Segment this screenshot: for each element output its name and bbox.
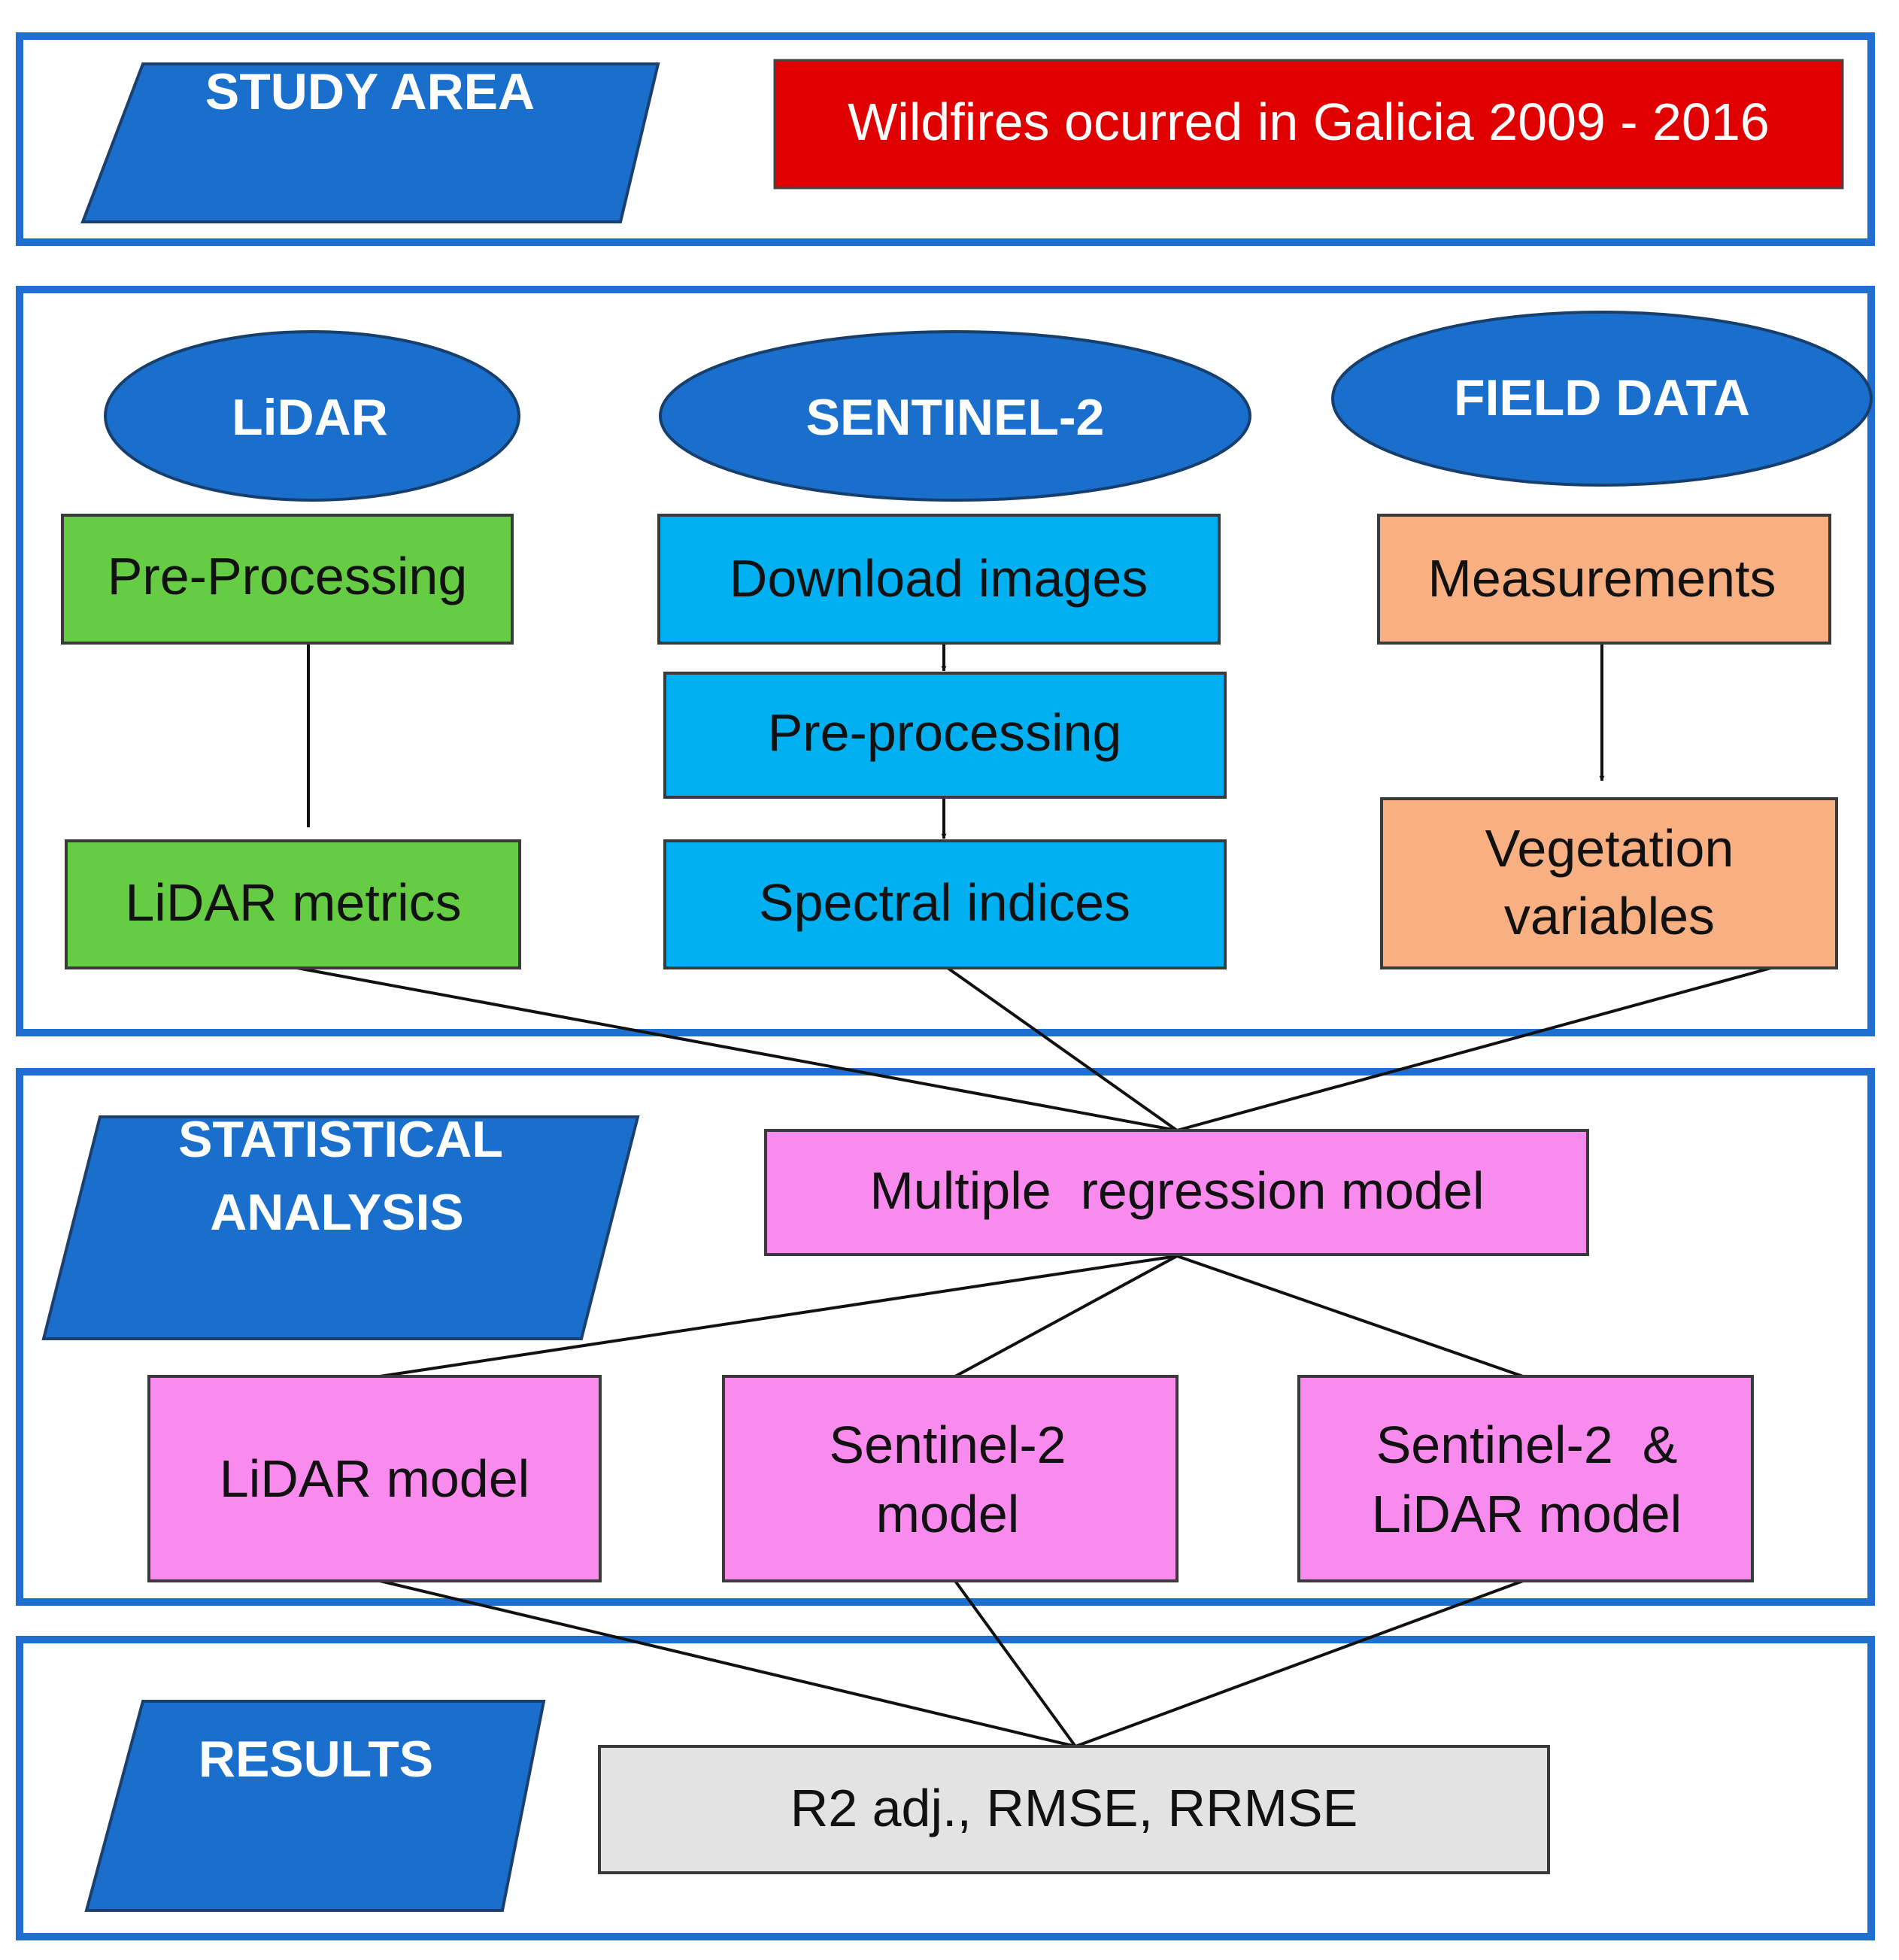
regression-to-combined-model-line: [1176, 1255, 1524, 1378]
lidar-preprocessing-label: Pre-Processing: [108, 547, 468, 605]
sentinel-model-box: [722, 1375, 1179, 1582]
statistical-analysis-header-line1: STATISTICAL: [178, 1111, 503, 1168]
spectral-indices-box: [663, 839, 1227, 969]
lidar-preprocessing-box: [61, 514, 514, 645]
lidar-title: LiDAR: [232, 389, 388, 446]
study-area-description-box: [773, 59, 1844, 190]
sentinel-model-to-results-line: [954, 1579, 1077, 1748]
vegetation-variables-label-line1: Vegetation: [1485, 819, 1734, 878]
sentinel-oval: [659, 330, 1251, 502]
results-header: RESULTS: [199, 1731, 433, 1788]
study-area-header-shape: [80, 62, 660, 223]
combined-model-to-results-line: [1075, 1579, 1524, 1748]
sentinel-preprocessing-label: Pre-processing: [768, 703, 1122, 762]
download-images-label: Download images: [730, 549, 1148, 608]
connectors: [296, 643, 1772, 1748]
lidar-oval: [104, 330, 520, 502]
download-images-box: [657, 514, 1221, 645]
results-header-shape: [84, 1700, 546, 1912]
spectral-indices-label: Spectral indices: [759, 873, 1130, 932]
sentinel-title: SENTINEL-2: [806, 389, 1105, 446]
sentinel-model-label-line2: model: [876, 1485, 1020, 1543]
measurements-box: [1377, 514, 1831, 645]
field-data-oval: [1331, 311, 1873, 487]
multiple-regression-box: [764, 1129, 1589, 1256]
sentinel-preprocessing-box: [663, 672, 1227, 799]
results-metrics-label: R2 adj., RMSE, RRMSE: [790, 1779, 1358, 1837]
vegetation-variables-label-line2: variables: [1504, 887, 1715, 945]
combined-model-box: [1297, 1375, 1754, 1582]
lidar-model-to-results-line: [379, 1579, 1076, 1748]
results-metrics-box: [598, 1745, 1550, 1874]
statistical-analysis-header-line2: ANALYSIS: [210, 1184, 464, 1241]
statistical-analysis-header-shape: [41, 1115, 640, 1340]
lidar-metrics-to-regression-line: [296, 966, 1178, 1132]
combined-model-label-line2: LiDAR model: [1372, 1485, 1682, 1543]
field-data-title: FIELD DATA: [1454, 369, 1750, 426]
vegetation-to-regression-line: [1176, 966, 1772, 1132]
lidar-model-label: LiDAR model: [220, 1449, 529, 1508]
measurements-label: Measurements: [1428, 549, 1776, 608]
lidar-metrics-label: LiDAR metrics: [125, 873, 461, 932]
regression-to-sentinel-model-line: [954, 1255, 1178, 1378]
vegetation-variables-box: [1380, 797, 1838, 969]
study-area-header: STUDY AREA: [205, 63, 535, 120]
lidar-model-box: [147, 1375, 602, 1582]
study-area-description: Wildfires ocurred in Galicia 2009 - 2016: [848, 93, 1770, 151]
regression-to-lidar-model-line: [379, 1255, 1178, 1378]
spectral-indices-to-regression-line: [946, 966, 1179, 1132]
combined-model-label-line1: Sentinel-2 &: [1376, 1415, 1678, 1474]
sentinel-model-label-line1: Sentinel-2: [829, 1415, 1066, 1474]
lidar-metrics-box: [65, 839, 521, 969]
multiple-regression-label: Multiple regression model: [869, 1161, 1484, 1220]
